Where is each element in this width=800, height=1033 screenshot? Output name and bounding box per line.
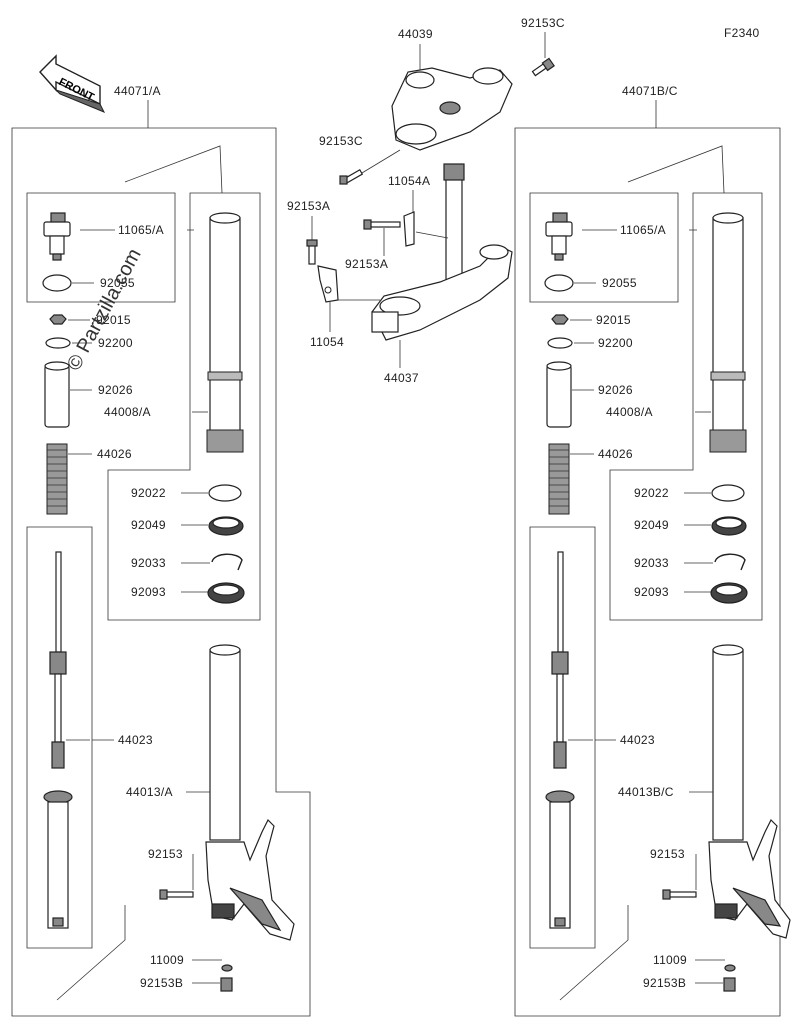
right-drain-bolt bbox=[723, 977, 736, 992]
right-ring bbox=[711, 484, 745, 502]
right-gasket bbox=[724, 964, 736, 972]
left-collar bbox=[44, 361, 70, 428]
figure-code: F2340 bbox=[724, 26, 760, 40]
right-nut bbox=[551, 314, 569, 325]
top-bolt bbox=[531, 57, 555, 77]
left-nut bbox=[49, 314, 67, 325]
left-drain-bolt-label: 92153B bbox=[140, 976, 183, 990]
right-washer bbox=[547, 337, 573, 349]
left-oring-label: 92055 bbox=[100, 276, 135, 290]
stem-label: 44037 bbox=[384, 371, 419, 385]
left-dust-seal-label: 92093 bbox=[131, 585, 166, 599]
bracket-11054 bbox=[317, 265, 339, 303]
left-bolt bbox=[159, 889, 194, 900]
bolt-92153a-mid-label: 92153A bbox=[345, 257, 388, 271]
left-ring-label: 92022 bbox=[131, 486, 166, 500]
right-ring-label: 92022 bbox=[634, 486, 669, 500]
left-assembly-label: 44071/A bbox=[114, 84, 161, 98]
right-cap-label: 11065/A bbox=[620, 223, 666, 237]
left-gasket-label: 11009 bbox=[150, 953, 184, 967]
bracket-11054a-label: 11054A bbox=[388, 174, 430, 188]
right-bolt bbox=[662, 889, 697, 900]
left-nut-label: 92015 bbox=[96, 313, 131, 327]
right-bolt-label: 92153 bbox=[650, 847, 685, 861]
left-damper-rod bbox=[43, 790, 73, 929]
left-outer-tube bbox=[205, 644, 295, 941]
left-inner-tube bbox=[206, 212, 244, 453]
left-washer-label: 92200 bbox=[98, 336, 133, 350]
right-clip-label: 92033 bbox=[634, 556, 669, 570]
right-inner-tube bbox=[709, 212, 747, 453]
right-clip bbox=[714, 553, 746, 571]
left-ring bbox=[208, 484, 242, 502]
steering-stem bbox=[371, 163, 513, 341]
right-dust-seal-label: 92093 bbox=[634, 585, 669, 599]
left-seal bbox=[208, 516, 244, 536]
right-oring-label: 92055 bbox=[602, 276, 637, 290]
left-clip bbox=[211, 553, 243, 571]
right-tube-label: 44008/A bbox=[606, 405, 653, 419]
right-dust-seal bbox=[710, 582, 748, 604]
right-washer-label: 92200 bbox=[598, 336, 633, 350]
right-outer-tube bbox=[708, 644, 791, 939]
right-oring bbox=[544, 274, 574, 292]
left-fork-cap bbox=[43, 212, 71, 261]
left-cap-label: 11065/A bbox=[118, 223, 164, 237]
left-cartridge bbox=[49, 551, 67, 769]
left-washer bbox=[45, 337, 71, 349]
right-drain-bolt-label: 92153B bbox=[643, 976, 686, 990]
left-dust-seal bbox=[207, 582, 245, 604]
right-cartridge-label: 44023 bbox=[620, 733, 655, 747]
right-cartridge bbox=[551, 551, 569, 769]
right-outer-tube-label: 44013B/C bbox=[618, 785, 674, 799]
right-fork-cap bbox=[545, 212, 573, 261]
center-group: 44039 92153C 92153C 11054A 92153A bbox=[287, 16, 565, 385]
left-clip-label: 92033 bbox=[131, 556, 166, 570]
left-gasket bbox=[221, 964, 233, 972]
right-assembly-label: 44071B/C bbox=[622, 84, 678, 98]
top-bracket-label: 44039 bbox=[398, 27, 433, 41]
bolt-top2-label: 92153C bbox=[319, 134, 363, 148]
right-collar-label: 92026 bbox=[598, 383, 633, 397]
right-collar bbox=[546, 361, 572, 428]
left-oring bbox=[42, 274, 72, 292]
bolt-92153a-left bbox=[306, 239, 318, 265]
left-outer-tube-label: 44013/A bbox=[126, 785, 173, 799]
left-bolt-label: 92153 bbox=[148, 847, 183, 861]
right-fork-group: 44071B/C bbox=[514, 84, 791, 1017]
right-seal-label: 92049 bbox=[634, 518, 669, 532]
bracket-11054-label: 11054 bbox=[310, 335, 344, 349]
front-arrow-icon: FRONT bbox=[39, 54, 106, 113]
right-damper-rod bbox=[545, 790, 575, 929]
bolt-92153a-mid bbox=[363, 219, 401, 230]
right-gasket-label: 11009 bbox=[653, 953, 687, 967]
left-drain-bolt bbox=[220, 977, 233, 992]
bolt-top-label: 92153C bbox=[521, 16, 565, 30]
left-cartridge-label: 44023 bbox=[118, 733, 153, 747]
left-fork-group: 44071/A bbox=[11, 84, 311, 1017]
left-collar-label: 92026 bbox=[98, 383, 133, 397]
right-seal bbox=[711, 516, 747, 536]
left-tube-label: 44008/A bbox=[104, 405, 151, 419]
left-spring-label: 44026 bbox=[97, 447, 132, 461]
top-bracket bbox=[391, 67, 513, 151]
right-spring-label: 44026 bbox=[598, 447, 633, 461]
watermark: © Partzilla.com bbox=[63, 245, 146, 374]
top-bolt-2 bbox=[339, 168, 364, 185]
bolt-92153a-left-label: 92153A bbox=[287, 199, 330, 213]
right-spring bbox=[548, 443, 570, 515]
right-nut-label: 92015 bbox=[596, 313, 631, 327]
left-seal-label: 92049 bbox=[131, 518, 166, 532]
left-spring bbox=[46, 443, 68, 515]
bracket-11054a bbox=[403, 211, 415, 247]
